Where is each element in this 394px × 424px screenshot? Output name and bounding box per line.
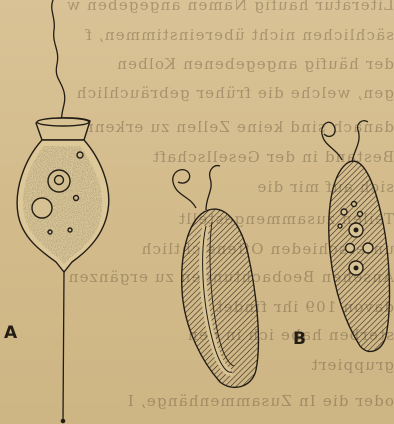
figure-a-vacuole (32, 198, 52, 218)
figure-b-right-flagella (322, 122, 342, 160)
figure-b-right-body (329, 161, 390, 351)
figure-a-flagellum (52, 0, 65, 124)
figure-a-cell (17, 0, 109, 423)
figure-label-a: A (4, 323, 17, 343)
figure-label-b: B (293, 329, 306, 349)
figure-b-left-flagella (173, 170, 196, 208)
figure-b-left-cell (173, 166, 259, 388)
figure-a-stalk (63, 272, 64, 420)
figure-b-right-cell (322, 121, 390, 352)
